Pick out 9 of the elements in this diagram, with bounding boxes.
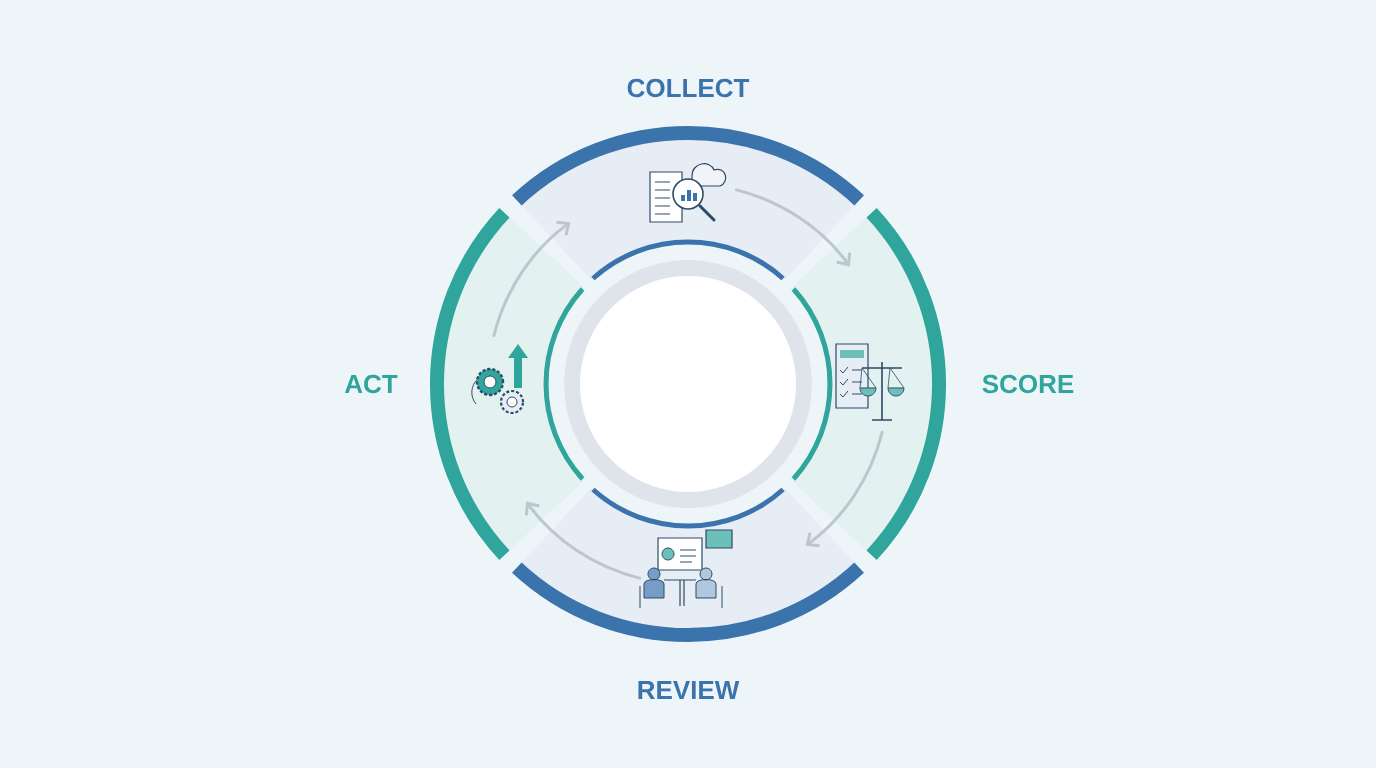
flow-arrow bbox=[805, 430, 884, 548]
stage-label: REVIEW bbox=[638, 681, 740, 699]
flow-arrow bbox=[734, 188, 852, 267]
flow-arrow bbox=[492, 220, 571, 338]
flow-arrow bbox=[524, 501, 642, 580]
stage-label: COLLECT bbox=[627, 78, 750, 98]
stage-label: ACT bbox=[344, 374, 398, 394]
center-circle bbox=[564, 260, 812, 508]
stage-label: SCORE bbox=[982, 374, 1074, 394]
